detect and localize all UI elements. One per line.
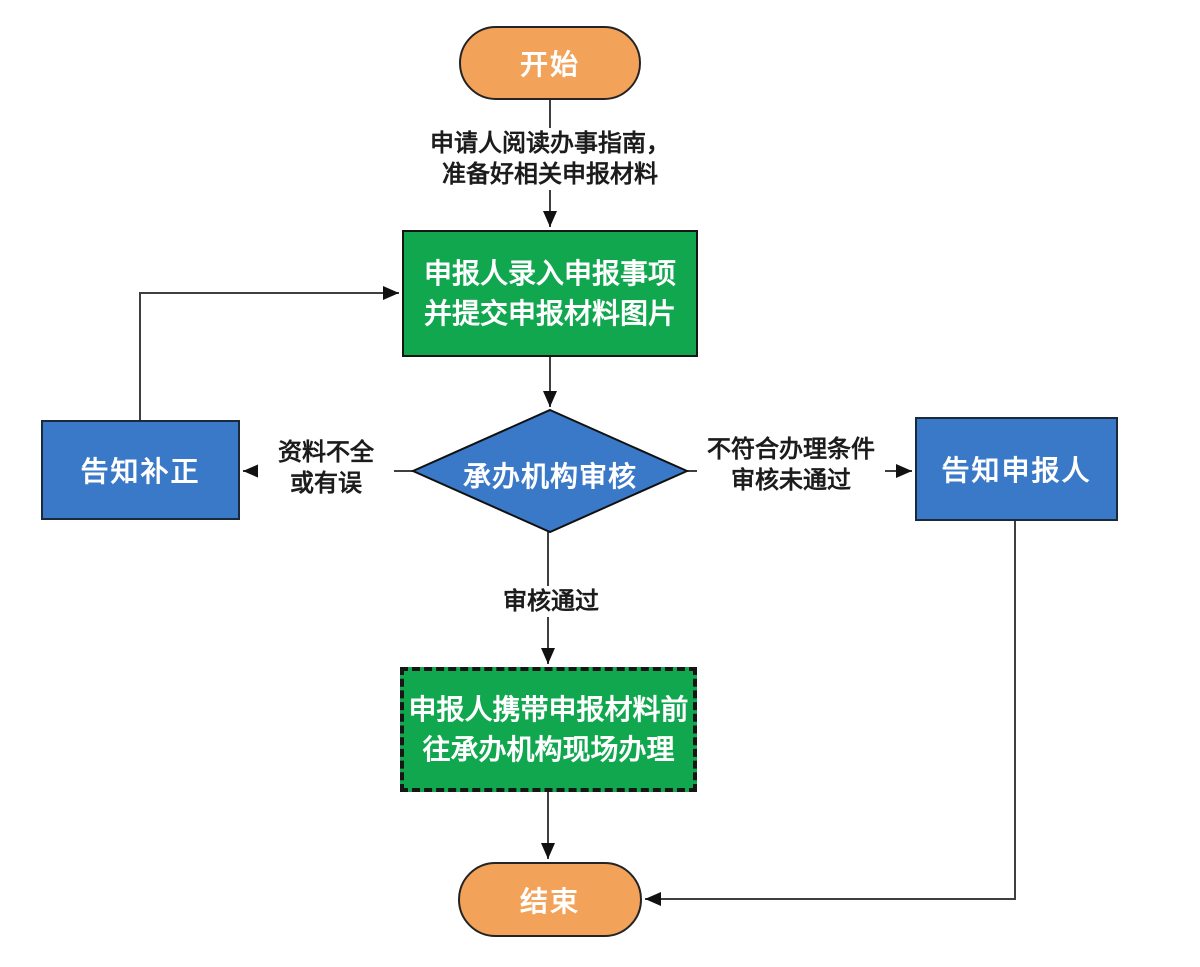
start-node: 开始 (459, 26, 641, 100)
notify-fix-label: 告知补正 (80, 456, 201, 487)
edge-label-prepare: 申请人阅读办事指南， 准备好相关申报材料 (408, 128, 692, 190)
edge-label-insufficient: 资料不全 或有误 (258, 437, 394, 499)
edge-notify-applicant-to-end (645, 521, 1016, 906)
entry-process-line2: 并提交申报材料图片 (423, 297, 676, 329)
edge-label-rejected-line2: 审核未通过 (731, 467, 851, 494)
onsite-process-node: 申报人携带申报材料前 往承办机构现场办理 (400, 667, 697, 792)
notify-applicant-label: 告知申报人 (941, 455, 1092, 486)
edge-label-approved: 审核通过 (494, 586, 608, 617)
onsite-process-line2: 往承办机构现场办理 (422, 733, 675, 765)
edge-notify-fix-to-entry (139, 286, 399, 420)
end-node: 结束 (458, 862, 642, 937)
edge-label-insufficient-line1: 资料不全 (278, 439, 374, 466)
edge-label-insufficient-line2: 或有误 (290, 470, 362, 497)
end-node-label: 结束 (519, 885, 580, 917)
review-decision-label: 承办机构审核 (462, 461, 637, 492)
entry-process-line1: 申报人录入申报事项 (423, 257, 676, 289)
start-node-label: 开始 (519, 49, 580, 80)
edge-label-prepare-line2: 准备好相关申报材料 (442, 161, 658, 188)
entry-process-node: 申报人录入申报事项 并提交申报材料图片 (402, 230, 698, 357)
edge-label-prepare-line1: 申请人阅读办事指南， (430, 130, 670, 157)
notify-applicant-node: 告知申报人 (915, 417, 1118, 521)
notify-fix-node: 告知补正 (41, 420, 240, 520)
edge-label-rejected-line1: 不符合办理条件 (707, 436, 875, 463)
edge-label-rejected: 不符合办理条件 审核未通过 (697, 434, 885, 496)
review-decision-diamond (410, 408, 690, 534)
onsite-process-line1: 申报人携带申报材料前 (408, 693, 689, 725)
